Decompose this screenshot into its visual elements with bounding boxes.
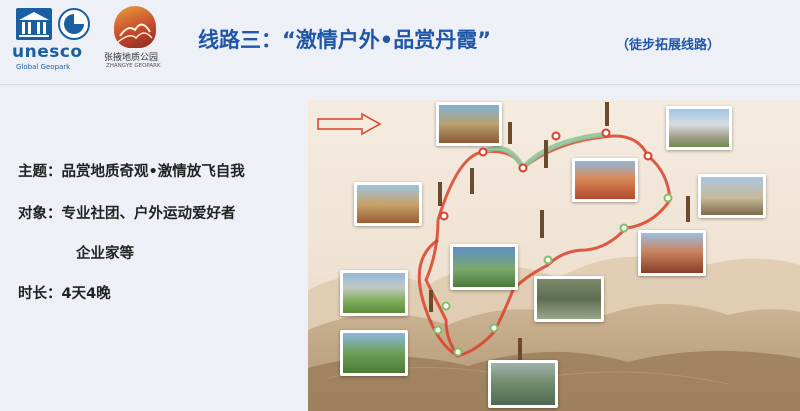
route-tag	[540, 210, 544, 238]
scenic-photo	[354, 182, 422, 226]
route-map	[308, 100, 800, 411]
target-row-2: 企业家等	[76, 242, 134, 263]
target-value: 专业社团、户外运动爱好者	[61, 206, 236, 222]
scenic-photo	[450, 244, 518, 290]
duration-value: 4天4晚	[61, 286, 111, 302]
route-tag	[470, 168, 474, 194]
route-tag	[605, 102, 609, 126]
scenic-photo	[436, 102, 502, 146]
duration-row: 时长：4天4晚	[18, 282, 111, 303]
scenic-photo	[340, 270, 408, 316]
route-tag	[544, 140, 548, 168]
unesco-temple-icon	[16, 8, 52, 40]
geopark-circle-icon	[58, 8, 90, 40]
page-title: 线路三：“激情户外•品赏丹霞”	[198, 28, 492, 52]
unesco-wordmark: unesco	[12, 42, 83, 62]
geopark-name-en: ZHANGYE GEOPARK	[106, 63, 161, 69]
scenic-photo	[638, 230, 706, 276]
geopark-badge-icon	[114, 6, 156, 48]
theme-label: 主题：	[18, 164, 62, 180]
scenic-photo	[534, 276, 604, 322]
scenic-photo	[666, 106, 732, 150]
target-label: 对象：	[18, 206, 62, 222]
target-row: 对象：专业社团、户外运动爱好者	[18, 202, 236, 223]
route-tag	[508, 122, 512, 144]
header-divider	[0, 84, 800, 85]
scenic-photo	[572, 158, 638, 202]
geopark-name-cn: 张掖地质公园	[104, 53, 159, 63]
zhangye-geopark-logo: 张掖地质公园 ZHANGYE GEOPARK	[104, 6, 174, 72]
direction-arrow-icon	[317, 112, 382, 136]
theme-value: 品赏地质奇观•激情放飞自我	[61, 164, 245, 180]
scenic-photo	[340, 330, 408, 376]
route-tag	[438, 182, 442, 206]
target-value-2: 企业家等	[76, 246, 134, 262]
page-subtitle: （徒步拓展线路）	[616, 38, 721, 53]
scenic-photo	[698, 174, 766, 218]
scenic-photo	[488, 360, 558, 408]
route-tag	[686, 196, 690, 222]
route-tag	[518, 338, 522, 364]
duration-label: 时长：	[18, 286, 62, 302]
theme-row: 主题：品赏地质奇观•激情放飞自我	[18, 160, 245, 181]
route-tag	[429, 290, 433, 312]
unesco-logo: unesco Global Geopark	[8, 8, 96, 71]
unesco-subtitle: Global Geopark	[16, 63, 71, 71]
